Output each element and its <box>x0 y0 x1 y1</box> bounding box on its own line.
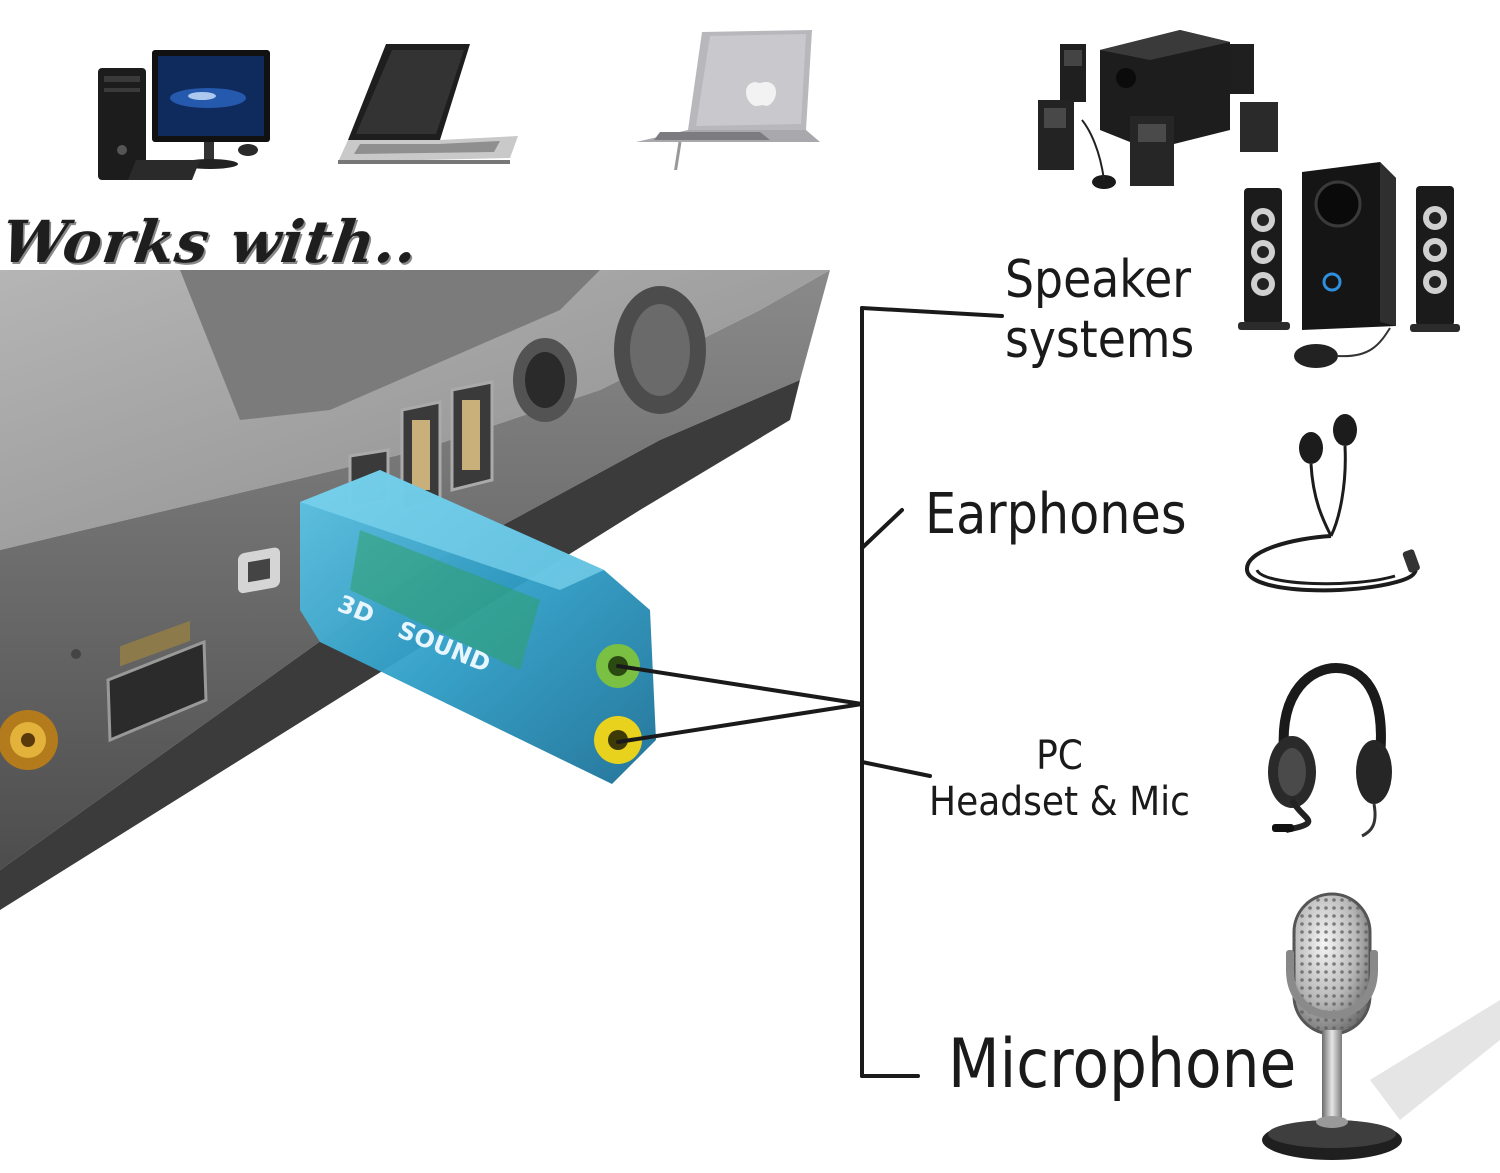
surround-speakers-icon <box>1038 30 1278 189</box>
microphone-icon <box>1262 892 1500 1160</box>
earphones-icon <box>1245 414 1420 593</box>
speaker-label-line-1: Speaker <box>1005 250 1192 310</box>
laptop-ports-photo: 3D SOUND <box>0 270 830 910</box>
headset-label-line-2: Headset & Mic <box>929 779 1190 826</box>
earphones-label: Earphones <box>925 482 1187 547</box>
speaker-label-line-2: systems <box>1005 310 1195 371</box>
macbook-icon <box>636 30 820 170</box>
speaker-systems-label: Speaker systems <box>1005 250 1194 371</box>
headset-label: PC Headset & Mic <box>929 733 1190 826</box>
headset-label-line-1: PC <box>1036 733 1083 779</box>
speaker-system-icon <box>1238 162 1460 368</box>
headset-icon <box>1268 662 1392 838</box>
usb-sound-adapter: 3D SOUND <box>300 470 656 784</box>
desktop-pc-icon <box>98 50 270 180</box>
windows-laptop-icon <box>338 44 518 164</box>
microphone-label: Microphone <box>948 1025 1297 1104</box>
